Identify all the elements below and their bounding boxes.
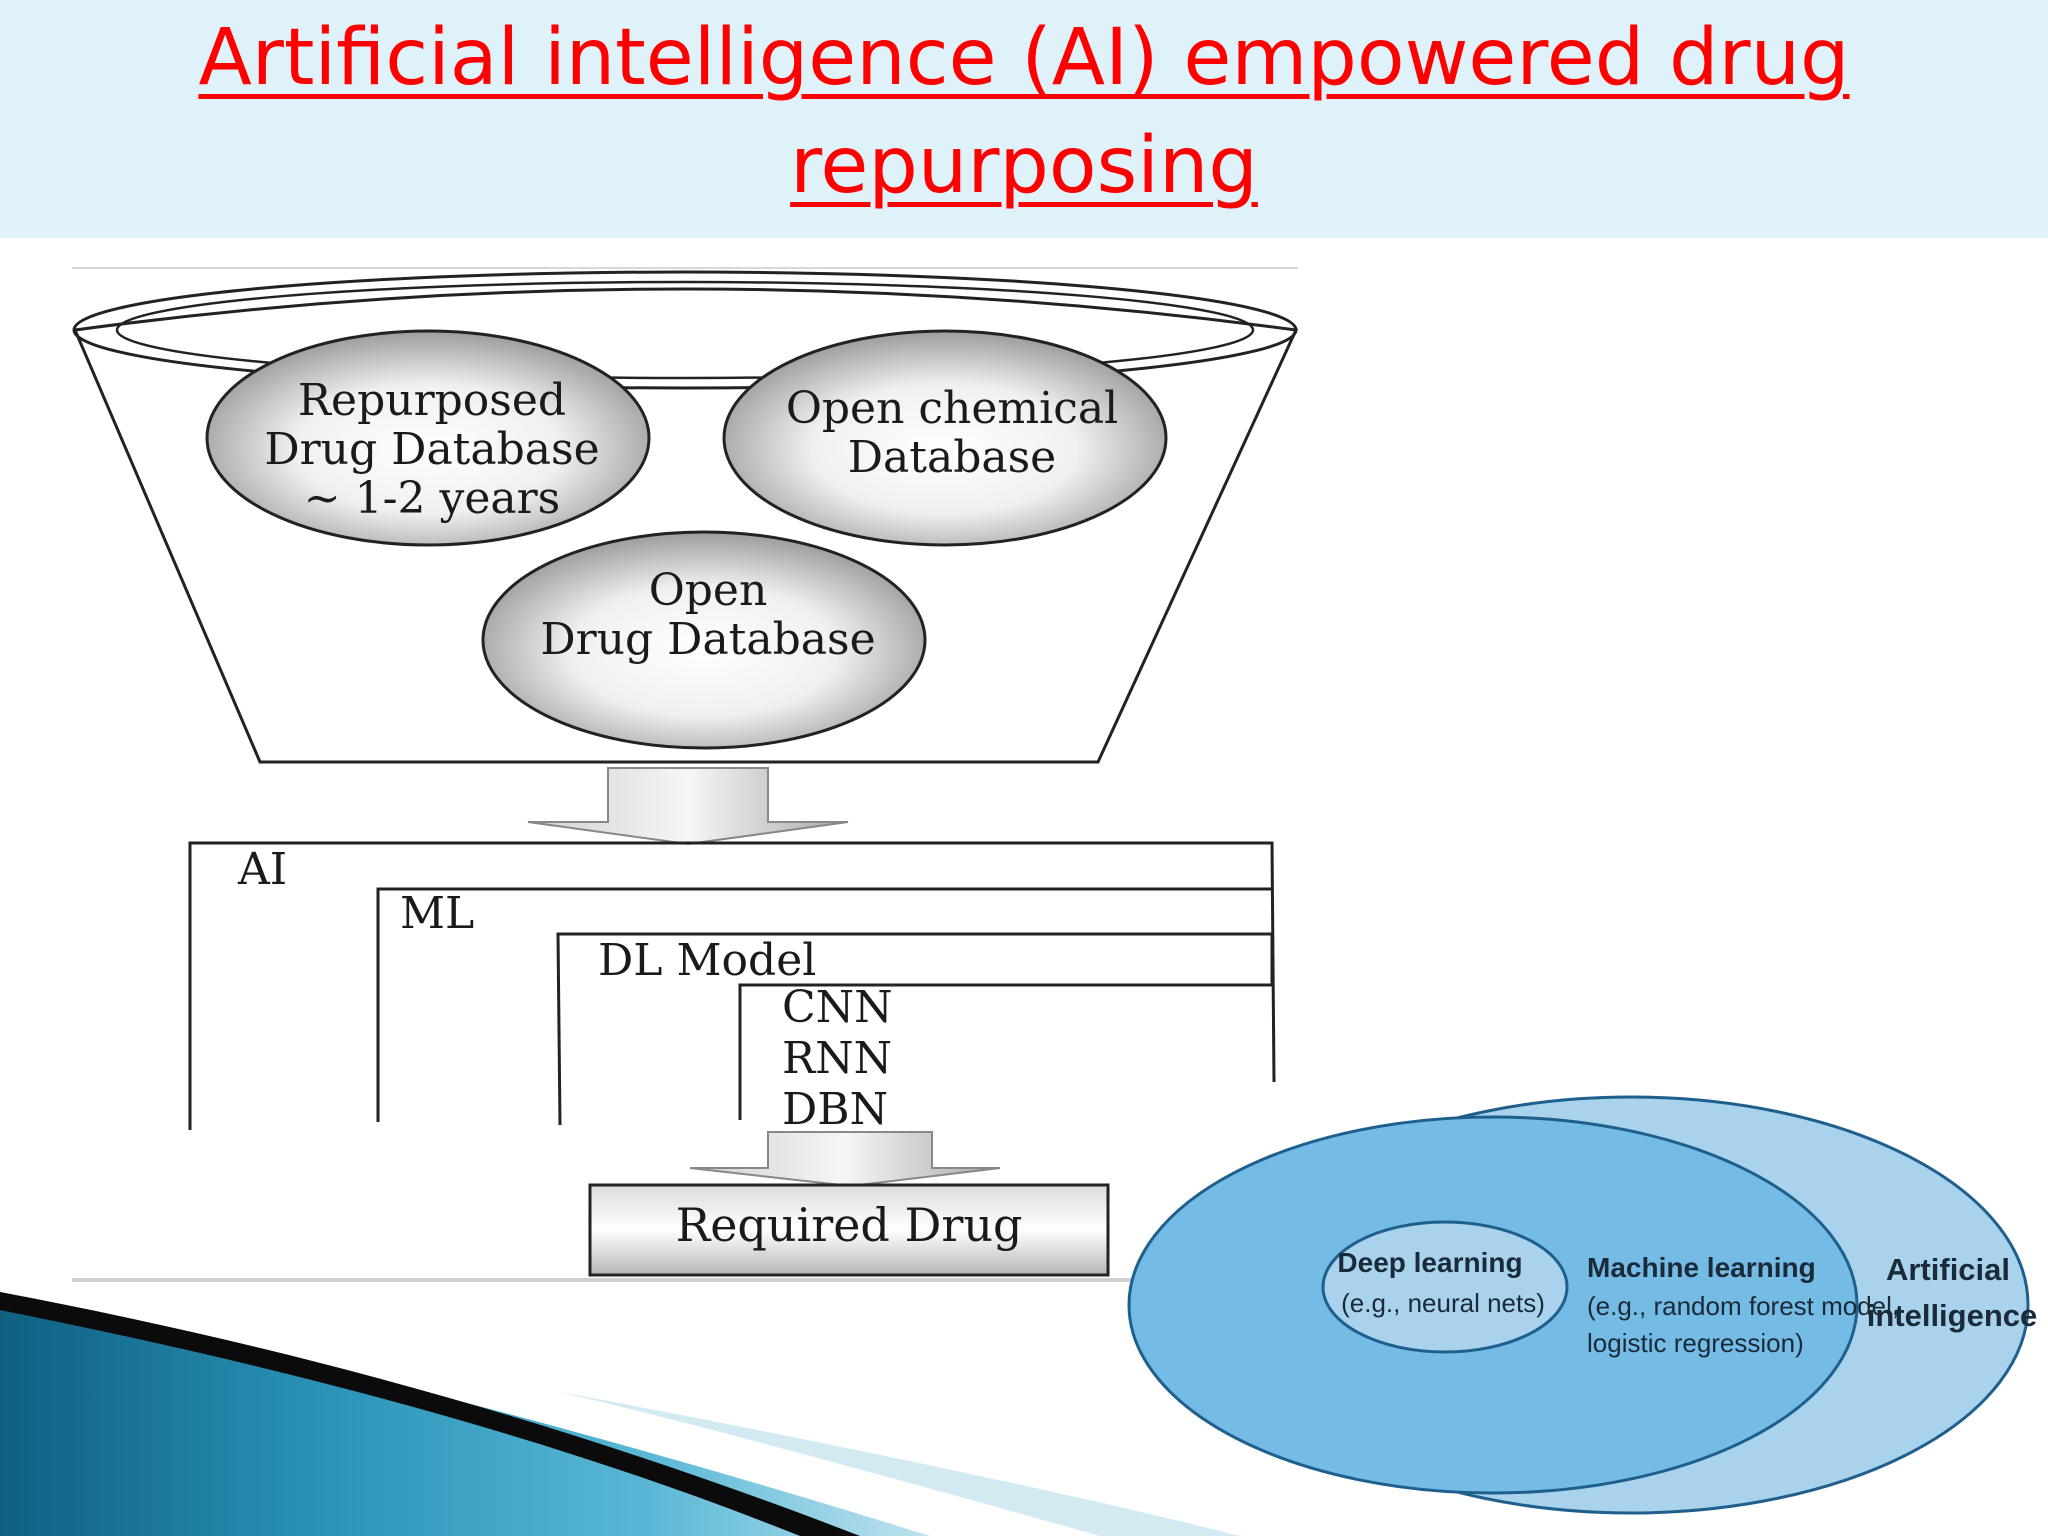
database-open-chemical: Open chemical Database: [722, 329, 1168, 547]
venn-ai-label-2: intelligence: [1867, 1298, 2038, 1333]
database-repurposed-drug: Repurposed Drug Database ~ 1-2 years: [205, 329, 651, 547]
funnel-rim-inner: [115, 280, 1255, 380]
database-open-drug: Open Drug Database: [481, 530, 927, 750]
venn-inner-ellipse-dl: [1321, 1220, 1569, 1354]
model-rnn: RNN: [782, 1033, 892, 1084]
venn-dl-title: Deep learning: [1337, 1247, 1522, 1278]
svg-text:Required Drug: Required Drug: [676, 1198, 1023, 1252]
funnel-output-arrow: [527, 767, 849, 846]
svg-text:Drug Database: Drug Database: [264, 424, 599, 475]
svg-text:Database: Database: [848, 432, 1056, 483]
svg-text:Open: Open: [649, 565, 768, 616]
dl-model-bracket: DL Model: [556, 932, 1274, 1126]
slide-title: Artificial intelligence (AI) empowered d…: [198, 13, 1850, 211]
required-drug-box: Required Drug: [588, 1183, 1110, 1277]
svg-text:Drug Database: Drug Database: [540, 614, 875, 665]
venn-ml-example-1: (e.g., random forest model,: [1587, 1291, 1899, 1321]
venn-dl-example: (e.g., neural nets): [1341, 1288, 1545, 1318]
title-band: [0, 0, 2048, 238]
model-list-bracket: CNN RNN DBN: [738, 982, 1272, 1135]
svg-text:ML: ML: [400, 888, 474, 939]
svg-text:Repurposed: Repurposed: [298, 375, 566, 426]
model-cnn: CNN: [782, 982, 893, 1033]
venn-ml-example-2: logistic regression): [1587, 1328, 1804, 1358]
funnel-rim-outer: [72, 270, 1298, 390]
model-dbn: DBN: [782, 1084, 888, 1135]
model-output-arrow: [689, 1131, 1001, 1188]
svg-text:DL Model: DL Model: [598, 935, 816, 986]
ml-bracket: ML: [376, 887, 1272, 1122]
svg-text:AI: AI: [237, 844, 287, 895]
venn-ai-label-1: Artificial: [1886, 1252, 2010, 1287]
svg-text:~ 1-2 years: ~ 1-2 years: [304, 473, 560, 524]
svg-text:Open chemical: Open chemical: [786, 383, 1118, 434]
venn-ml-title: Machine learning: [1587, 1252, 1816, 1283]
